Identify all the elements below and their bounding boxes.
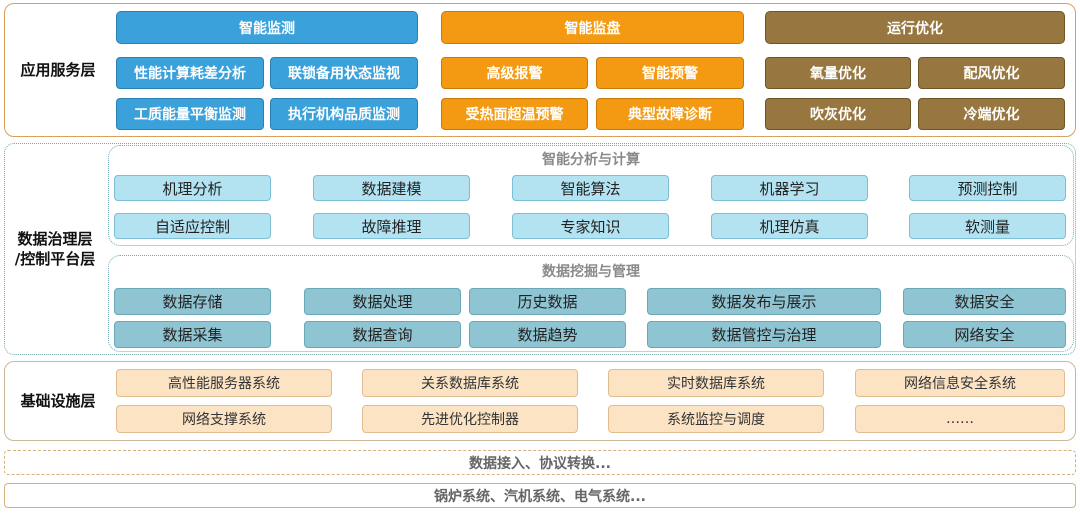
analysis-panel-title: 智能分析与计算 [542,152,640,168]
analysis-item: 机理分析 [114,175,271,201]
analysis-item: 故障推理 [313,213,470,239]
mining-item: 数据存储 [114,288,271,315]
infra-item: 网络信息安全系统 [855,369,1065,397]
infra-item: 先进优化控制器 [362,405,578,433]
optimize-item: 氧量优化 [765,57,911,89]
mining-item: 数据安全 [903,288,1066,315]
panel-item: 受热面超温预警 [441,98,588,130]
optimize-item: 吹灰优化 [765,98,911,130]
mining-item: 数据采集 [114,321,271,348]
data-governance-layer-label: 数据治理层 /控制平台层 [6,229,104,269]
infra-item-ellipsis: …… [855,405,1065,433]
analysis-item: 机理仿真 [711,213,868,239]
physical-systems-strip: 锅炉系统、汽机系统、电气系统... [4,483,1076,508]
data-access-strip: 数据接入、协议转换... [4,450,1076,475]
analysis-item: 预测控制 [909,175,1066,201]
monitor-item: 联锁备用状态监视 [270,57,418,89]
mining-item: 数据趋势 [469,321,626,348]
mining-item: 数据发布与展示 [647,288,881,315]
monitor-item: 工质能量平衡监测 [116,98,264,130]
analysis-item: 数据建模 [313,175,470,201]
mining-item: 数据管控与治理 [647,321,881,348]
optimize-item: 冷端优化 [918,98,1065,130]
analysis-item: 机器学习 [711,175,868,201]
monitor-item: 性能计算耗差分析 [116,57,264,89]
analysis-item: 软测量 [909,213,1066,239]
mining-item: 数据处理 [304,288,461,315]
data-governance-label-line1: 数据治理层 [17,230,93,248]
smart-monitoring-header: 智能监测 [116,11,418,44]
operation-optimization-header: 运行优化 [765,11,1065,44]
mining-item: 网络安全 [903,321,1066,348]
panel-item: 高级报警 [441,57,588,89]
monitor-item: 执行机构品质监测 [270,98,418,130]
mining-panel-title: 数据挖掘与管理 [542,264,640,280]
data-governance-label-line2: /控制平台层 [14,250,96,268]
smart-panel-header: 智能监盘 [441,11,744,44]
analysis-item: 智能算法 [512,175,669,201]
application-layer-label: 应用服务层 [20,61,96,79]
infra-item: 关系数据库系统 [362,369,578,397]
panel-item: 智能预警 [596,57,744,89]
panel-item: 典型故障诊断 [596,98,744,130]
mining-item: 历史数据 [469,288,626,315]
infra-item: 高性能服务器系统 [116,369,332,397]
analysis-item: 自适应控制 [114,213,271,239]
infra-item: 实时数据库系统 [608,369,824,397]
infrastructure-layer-label: 基础设施层 [20,392,96,410]
infra-item: 网络支撑系统 [116,405,332,433]
optimize-item: 配风优化 [918,57,1065,89]
analysis-item: 专家知识 [512,213,669,239]
mining-item: 数据查询 [304,321,461,348]
infra-item: 系统监控与调度 [608,405,824,433]
